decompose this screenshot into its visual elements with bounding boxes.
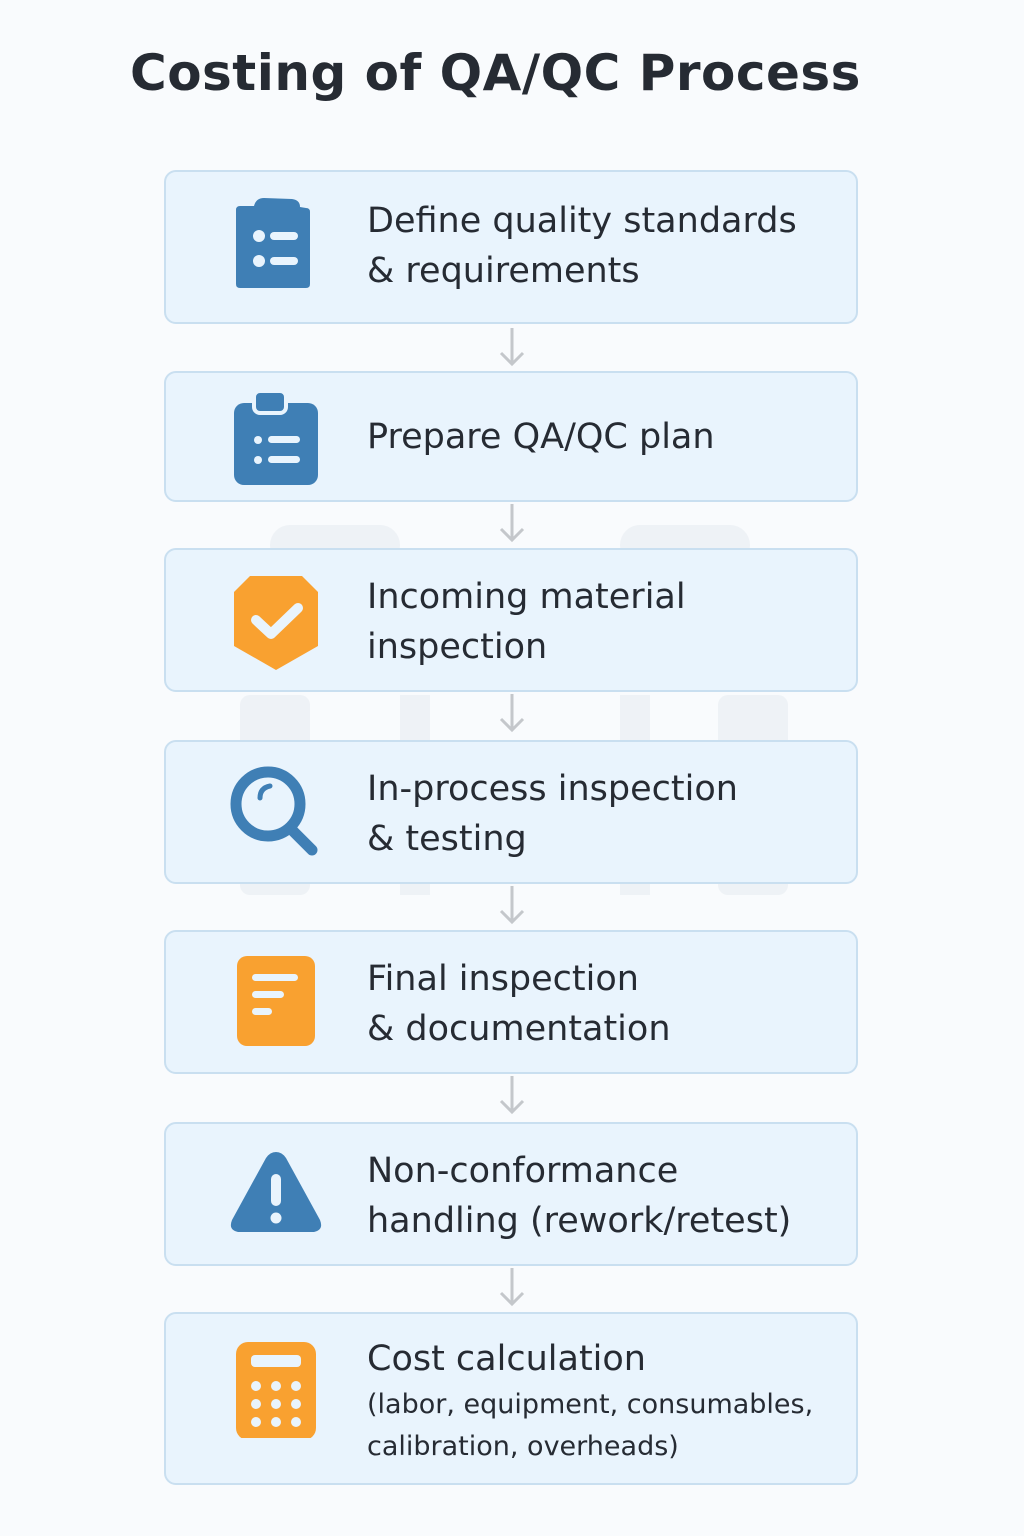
arrow-down-icon — [499, 694, 525, 733]
arrow-down-icon — [499, 504, 525, 543]
shield-check-icon — [226, 572, 326, 672]
document-icon — [226, 952, 326, 1052]
step-sublabel: (labor, equipment, consumables, — [367, 1389, 814, 1420]
calculator-icon — [226, 1338, 326, 1440]
step-define-standards: Define quality standards& requirements — [164, 170, 858, 324]
step-label: Cost calculation (labor, equipment, cons… — [367, 1334, 836, 1468]
clipboard-plan-icon — [226, 387, 326, 487]
arrow-down-icon — [499, 1076, 525, 1115]
step-label: Final inspection& documentation — [367, 959, 671, 1049]
step-label: Define quality standards& requirements — [367, 201, 797, 291]
step-final-inspection: Final inspection& documentation — [164, 930, 858, 1074]
step-cost-calculation: Cost calculation (labor, equipment, cons… — [164, 1312, 858, 1485]
arrow-down-icon — [499, 1268, 525, 1307]
step-label: In-process inspection& testing — [367, 769, 738, 859]
step-prepare-plan: Prepare QA/QC plan — [164, 371, 858, 502]
clipboard-list-icon — [226, 196, 326, 296]
arrow-down-icon — [499, 886, 525, 925]
step-in-process-inspection: In-process inspection& testing — [164, 740, 858, 884]
page-title: Costing of QA/QC Process — [130, 44, 861, 102]
step-label: Prepare QA/QC plan — [367, 417, 715, 457]
warning-icon — [226, 1144, 326, 1244]
step-sublabel: calibration, overheads) — [367, 1431, 679, 1462]
arrow-down-icon — [499, 328, 525, 367]
magnifier-icon — [226, 760, 326, 860]
